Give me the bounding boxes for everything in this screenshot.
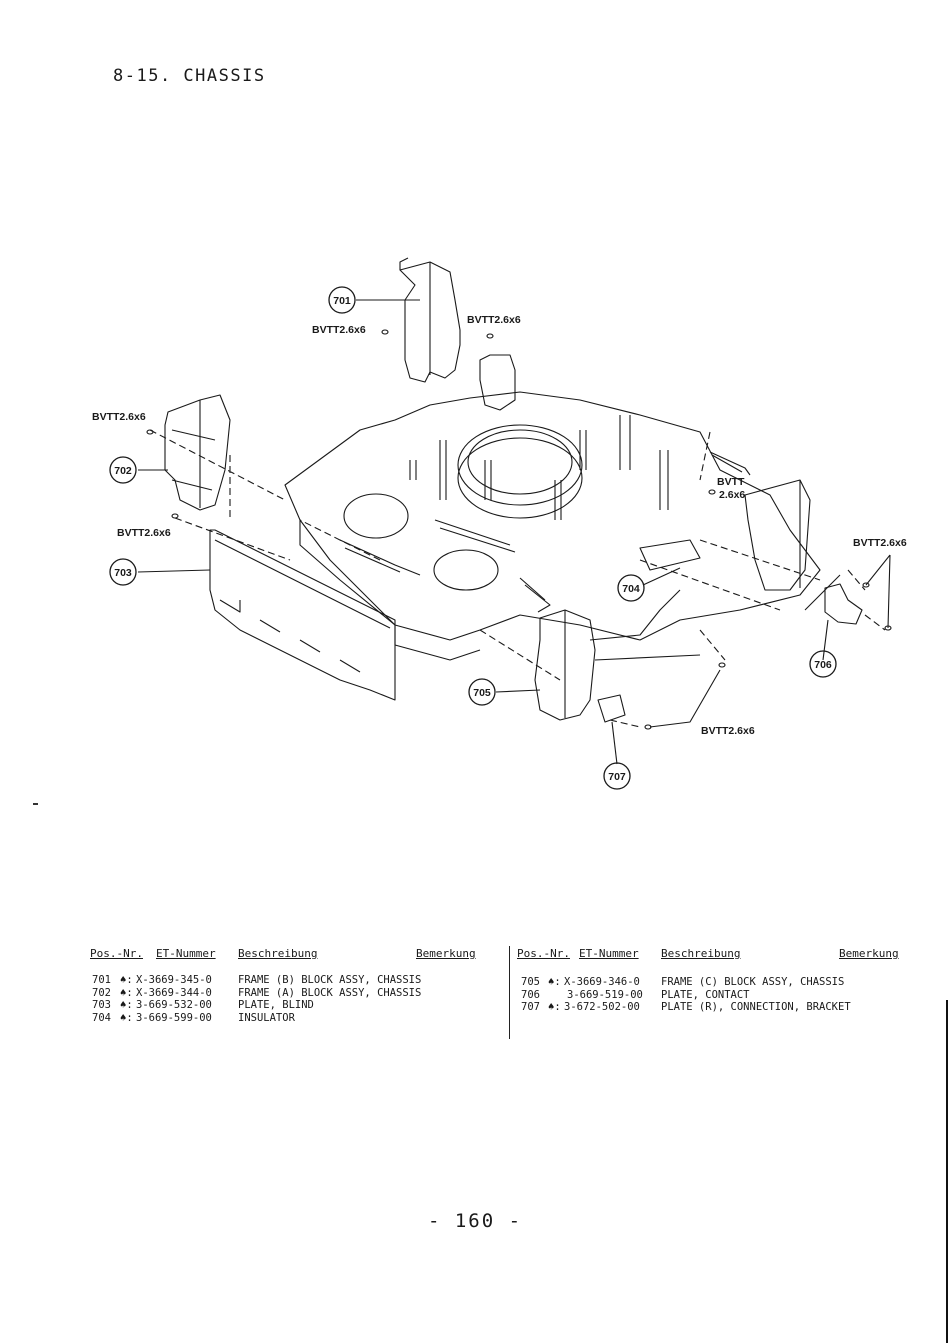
col-et: ET-Nummer xyxy=(579,947,639,960)
insulator-704 xyxy=(639,539,701,571)
callout-706-circle xyxy=(809,650,837,678)
table-separator xyxy=(509,946,510,1039)
table-row: 701 ♠: X-3669-345-0 FRAME (B) BLOCK ASSY… xyxy=(92,974,422,986)
callout-704-circle xyxy=(617,574,645,602)
col-desc: Beschreibung xyxy=(661,947,741,960)
table-row: 703 ♠: 3-669-532-00 PLATE, BLIND xyxy=(92,999,314,1011)
callout-706: 706 xyxy=(814,659,832,671)
col-remark: Bemerkung xyxy=(416,947,476,960)
screw-label-702-top: BVTT2.6x6 xyxy=(92,411,146,423)
scan-edge xyxy=(946,1000,948,1343)
col-et: ET-Nummer xyxy=(156,947,216,960)
callout-701-circle xyxy=(328,286,356,314)
callout-707: 707 xyxy=(608,771,626,783)
callout-703-circle xyxy=(109,558,137,586)
table-row: 706 3-669-519-00 PLATE, CONTACT xyxy=(521,988,750,1001)
chassis-exploded-diagram: 701 702 703 704 705 706 707 BVTT2.6x6 BV… xyxy=(92,257,907,790)
parts-table-right: Pos.-Nr. ET-Nummer Beschreibung Bemerkun… xyxy=(517,947,917,1014)
page-title: 8-15. CHASSIS xyxy=(113,66,266,86)
plate-blind-703 xyxy=(209,529,396,701)
callout-707-circle xyxy=(603,762,631,790)
margin-mark xyxy=(33,803,38,805)
screw-label-706: BVTT2.6x6 xyxy=(853,537,907,549)
table-row: 702 ♠: X-3669-344-0 FRAME (A) BLOCK ASSY… xyxy=(92,986,422,999)
screw-label-701-left: BVTT2.6x6 xyxy=(312,324,366,336)
bracket-707 xyxy=(597,694,626,723)
table-row: 704 ♠: 3-669-599-00 INSULATOR xyxy=(92,1011,295,1024)
screw-label-center-a: BVTT xyxy=(717,476,745,488)
screw-label-707: BVTT2.6x6 xyxy=(701,725,755,737)
page-number: - 160 - xyxy=(427,1210,523,1232)
callout-701: 701 xyxy=(333,295,351,307)
table-header: Pos.-Nr. ET-Nummer Beschreibung Bemerkun… xyxy=(90,947,500,964)
col-remark: Bemerkung xyxy=(839,947,899,960)
frame-b-701 xyxy=(399,261,461,383)
col-pos: Pos.-Nr. xyxy=(90,947,143,960)
screw-label-702-bottom: BVTT2.6x6 xyxy=(117,527,171,539)
callout-702-circle xyxy=(109,456,137,484)
table-row: 705 ♠: X-3669-346-0 FRAME (C) BLOCK ASSY… xyxy=(521,976,845,988)
parts-table-left: Pos.-Nr. ET-Nummer Beschreibung Bemerkun… xyxy=(90,947,500,1024)
col-pos: Pos.-Nr. xyxy=(517,947,570,960)
callout-704: 704 xyxy=(622,583,640,595)
table-row: 707 ♠: 3-672-502-00 PLATE (R), CONNECTIO… xyxy=(521,1001,851,1013)
frame-c-705 xyxy=(534,609,596,721)
callout-703: 703 xyxy=(114,567,132,579)
screw-label-701-right: BVTT2.6x6 xyxy=(467,314,521,326)
table-header: Pos.-Nr. ET-Nummer Beschreibung Bemerkun… xyxy=(517,947,917,964)
callout-705-circle xyxy=(468,678,496,706)
col-desc: Beschreibung xyxy=(238,947,318,960)
callout-702: 702 xyxy=(114,465,132,477)
screw-label-center-b: 2.6x6 xyxy=(719,489,745,501)
frame-a-702 xyxy=(164,394,231,511)
plate-contact-706 xyxy=(824,583,863,625)
callout-705: 705 xyxy=(473,687,491,699)
main-chassis xyxy=(284,391,821,641)
